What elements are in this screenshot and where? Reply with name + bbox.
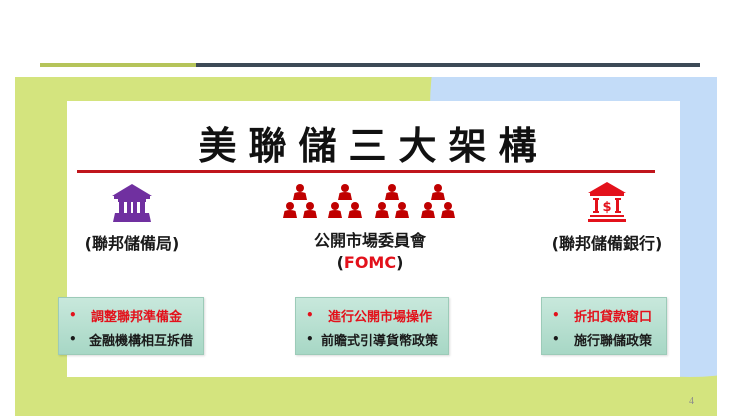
fomc-acronym: FOMC [343, 253, 397, 272]
bullet-item: •前瞻式引導貨幣政策 [306, 332, 438, 349]
slide-title: 美聯儲三大架構 [198, 124, 549, 168]
column-label: 公開市場委員會 [313, 231, 426, 250]
column-federal-reserve-banks: $ (聯邦儲備銀行) [537, 181, 677, 254]
bullet-dot-icon: • [69, 332, 77, 346]
bullet-item: •進行公開市場操作 [306, 308, 433, 325]
bullet-dot-icon: • [306, 332, 314, 346]
top-accent-line-green [40, 63, 196, 67]
column-fomc: 公開市場委員會 (FOMC) [270, 183, 470, 272]
top-accent-line-dark [196, 63, 700, 67]
bullet-item: •調整聯邦準備金 [69, 308, 183, 325]
column-label: (聯邦儲備局) [84, 234, 180, 253]
bullet-dot-icon: • [306, 308, 314, 322]
title-underline [77, 170, 655, 173]
bullet-dot-icon: • [69, 308, 77, 322]
people-hierarchy-icon [281, 183, 459, 219]
function-box-banks: •折扣貸款窗口 •施行聯儲政策 [541, 297, 667, 355]
page-number: 4 [689, 396, 694, 407]
column-label: (聯邦儲備銀行) [551, 234, 663, 253]
bullet-dot-icon: • [552, 332, 560, 346]
function-box-board: •調整聯邦準備金 •金融機構相互拆借 [58, 297, 204, 355]
content-card: 美聯儲三大架構 (聯邦儲備局) [58, 101, 680, 377]
bullet-item: •金融機構相互拆借 [69, 332, 193, 349]
fomc-acronym-label: (FOMC) [336, 253, 404, 272]
bullet-dot-icon: • [552, 308, 560, 322]
bullet-item: •施行聯儲政策 [552, 332, 653, 349]
bank-dollar-icon: $ [588, 182, 626, 222]
function-box-fomc: •進行公開市場操作 •前瞻式引導貨幣政策 [295, 297, 449, 355]
column-federal-reserve-board: (聯邦儲備局) [67, 183, 197, 254]
bank-building-icon [112, 184, 152, 222]
bullet-item: •折扣貸款窗口 [552, 308, 653, 325]
svg-text:$: $ [602, 200, 611, 215]
